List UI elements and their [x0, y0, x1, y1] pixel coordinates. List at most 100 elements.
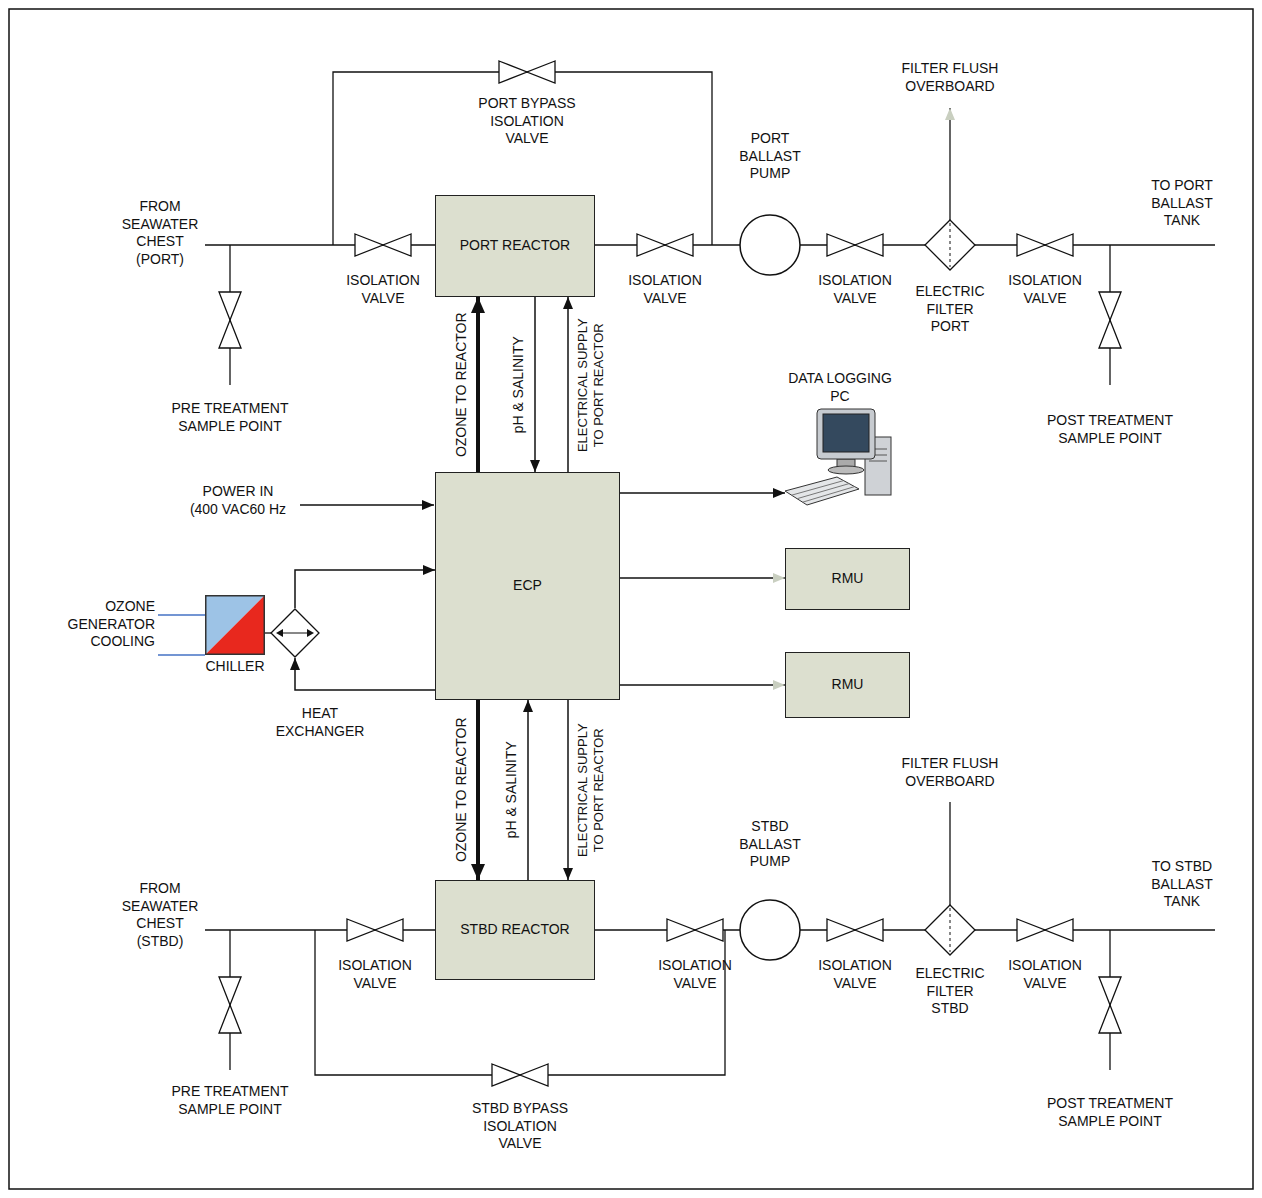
sample-valve: [1099, 977, 1121, 1033]
signal-label: pH & SALINITY: [503, 715, 521, 865]
sample-valve: [1099, 292, 1121, 348]
reactor-box: PORT REACTOR: [435, 195, 595, 297]
component-label: PRE TREATMENT SAMPLE POINT: [150, 1083, 310, 1118]
component-label: POWER IN (400 VAC60 Hz: [188, 483, 288, 518]
component-label: FILTER FLUSH OVERBOARD: [890, 60, 1010, 95]
heat-exchanger-drawing: [270, 608, 320, 658]
chiller-icon: CHILLER: [195, 595, 275, 676]
node-text: RMU: [832, 570, 864, 588]
monitor-base: [828, 466, 864, 474]
component-label: STBD BYPASS ISOLATION VALVE: [465, 1100, 575, 1153]
signal-line: [567, 297, 569, 472]
component-label: POST TREATMENT SAMPLE POINT: [1030, 1095, 1190, 1130]
exchanger-arrow: [280, 633, 310, 634]
control-panel-box: ECP: [435, 472, 620, 700]
rmu-box: RMU: [785, 548, 910, 610]
signal-label: ELECTRICAL SUPPLY TO PORT REACTOR: [575, 310, 608, 460]
component-label: OZONE GENERATOR COOLING: [45, 598, 155, 651]
signal-line: [620, 577, 785, 579]
component-label: ISOLATION VALVE: [1000, 957, 1090, 992]
overboard-pipe: [949, 108, 950, 220]
key-row: [803, 487, 855, 503]
signal-line: [527, 700, 529, 880]
component-label: FROM SEAWATER CHEST (PORT): [115, 198, 205, 268]
keyboard: [785, 477, 859, 505]
pc-icon-drawing: [785, 407, 895, 507]
signal-line: [534, 297, 536, 472]
component-label: POST TREATMENT SAMPLE POINT: [1030, 412, 1190, 447]
heat-exchanger-shape: [270, 608, 320, 658]
ozone-line: [476, 700, 480, 880]
node-text: PORT REACTOR: [460, 237, 570, 255]
node-text: HEAT EXCHANGER: [270, 705, 370, 740]
pc-icon-shape: [785, 407, 895, 507]
isolation-valve: [355, 234, 411, 256]
pump-symbol: [740, 900, 800, 960]
sample-valve: [219, 977, 241, 1033]
component-label: ISOLATION VALVE: [620, 272, 710, 307]
sample-valve: [219, 292, 241, 348]
cooling-line: [158, 614, 205, 616]
signal-label: OZONE TO REACTOR: [453, 300, 471, 470]
drive-slot: [869, 449, 887, 450]
filter-element: [950, 908, 951, 952]
signal-line: [295, 658, 435, 690]
pc-icon: DATA LOGGING PC: [775, 370, 905, 507]
component-label: ISOLATION VALVE: [810, 957, 900, 992]
key-row: [792, 481, 844, 496]
node-text: CHILLER: [195, 658, 275, 676]
drive-slot: [869, 461, 887, 462]
isolation-valve: [347, 919, 403, 941]
monitor-stand: [837, 459, 855, 468]
isolation-valve: [827, 234, 883, 256]
port-bypass-pipe: [333, 72, 712, 245]
signal-line: [620, 684, 785, 686]
isolation-valve: [499, 61, 555, 83]
chiller-hot: [205, 595, 265, 655]
reactor-box: STBD REACTOR: [435, 880, 595, 980]
pc-tower: [865, 437, 891, 495]
drive-slot: [869, 455, 887, 456]
component-label: TO PORT BALLAST TANK: [1142, 177, 1222, 230]
isolation-valve: [1017, 234, 1073, 256]
component-label: PORT BYPASS ISOLATION VALVE: [472, 95, 582, 148]
isolation-valve: [827, 919, 883, 941]
component-label: ISOLATION VALVE: [650, 957, 740, 992]
monitor: [817, 409, 875, 459]
signal-line: [295, 570, 435, 608]
exchanger-arrowhead: [307, 629, 314, 637]
component-label: ELECTRIC FILTER STBD: [910, 965, 990, 1018]
signal-label: OZONE TO REACTOR: [453, 705, 471, 875]
monitor-screen: [823, 414, 869, 452]
filter-element: [950, 223, 951, 267]
component-label: FROM SEAWATER CHEST (STBD): [115, 880, 205, 950]
chiller-link: [265, 632, 271, 633]
heat-exchanger: HEAT EXCHANGER: [255, 608, 385, 740]
component-label: PRE TREATMENT SAMPLE POINT: [150, 400, 310, 435]
isolation-valve: [1017, 919, 1073, 941]
ozone-line: [476, 297, 480, 472]
chiller-icon-shape: [205, 595, 265, 655]
stbd-bypass-pipe: [315, 930, 725, 1075]
filter-symbol: [925, 220, 975, 270]
overboard-pipe: [949, 802, 950, 905]
exchanger-diamond: [271, 609, 319, 657]
component-label: ISOLATION VALVE: [330, 957, 420, 992]
node-text: RMU: [832, 676, 864, 694]
component-label: PORT BALLAST PUMP: [730, 130, 810, 183]
signal-label: ELECTRICAL SUPPLY TO PORT REACTOR: [575, 715, 608, 865]
filter-symbol: [925, 905, 975, 955]
exchanger-arrowhead: [276, 629, 283, 637]
component-label: ISOLATION VALVE: [338, 272, 428, 307]
cooling-line: [158, 654, 205, 656]
rmu-box: RMU: [785, 652, 910, 718]
drawing-part: [205, 72, 1215, 1075]
component-label: TO STBD BALLAST TANK: [1142, 858, 1222, 911]
isolation-valve: [637, 234, 693, 256]
component-label: ISOLATION VALVE: [1000, 272, 1090, 307]
chiller-outline: [206, 596, 265, 655]
key-row: [797, 484, 849, 499]
